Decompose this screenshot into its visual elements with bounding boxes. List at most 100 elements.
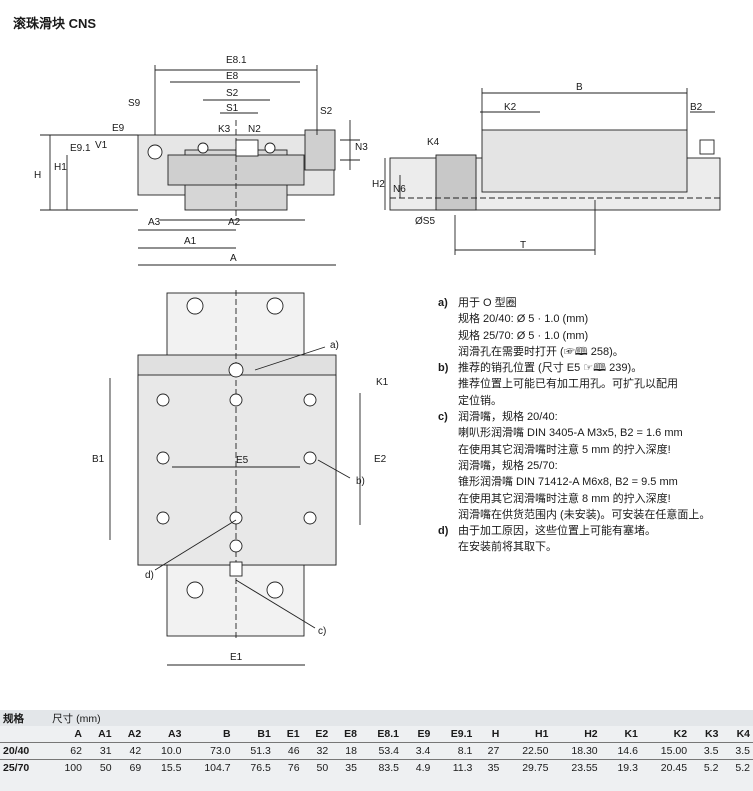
column-header: E9.1 (450, 728, 473, 740)
table-cell: 3.5 (721, 742, 753, 760)
dimension-header: 尺寸 (mm) (49, 710, 753, 726)
svg-text:E9.1: E9.1 (70, 143, 91, 154)
table-cell: 10.0 (144, 742, 185, 760)
svg-text:N2: N2 (248, 124, 261, 135)
column-header: K2 (673, 728, 688, 740)
note-line: 喇叭形润滑嘴 DIN 3405-A M3x5, B2 = 1.6 mm (458, 427, 683, 440)
table-cell: 62 (49, 742, 85, 760)
table-cell: 100 (49, 759, 85, 776)
top-view (109, 290, 361, 666)
svg-text:A: A (230, 253, 237, 264)
svg-text:B: B (576, 82, 583, 93)
note-line: 在安装前将其取下。 (458, 541, 557, 554)
column-header: K1 (624, 728, 638, 740)
note-line: 由于加工原因，这些位置上可能有塞堵。 (458, 525, 656, 538)
svg-text:E2: E2 (374, 454, 387, 465)
table-cell: 4.9 (401, 759, 434, 776)
column-header: E9 (417, 728, 431, 740)
svg-text:B2: B2 (690, 102, 703, 113)
table-cell: 20.45 (640, 759, 691, 776)
table-cell: 76 (273, 759, 303, 776)
note-line: 润滑嘴在供货范围内 (未安装)。可安装在任意面上。 (458, 508, 711, 521)
svg-text:A3: A3 (148, 217, 161, 228)
note-line: 定位销。 (458, 394, 502, 407)
column-header: H2 (584, 728, 598, 740)
table-cell: 50 (302, 759, 332, 776)
table-cell: 50 (84, 759, 115, 776)
front-view (40, 65, 360, 266)
note-line: 推荐的销孔位置 (尺寸 E5 ☞🕮 239)。 (458, 362, 643, 375)
column-header: B (223, 728, 231, 740)
note-tag: b) (438, 362, 449, 375)
svg-text:E8.1: E8.1 (226, 55, 247, 66)
table-cell: 76.5 (233, 759, 274, 776)
table-cell: 27 (475, 742, 503, 760)
table-cell: 69 (114, 759, 145, 776)
svg-text:E1: E1 (230, 652, 243, 663)
table-cell: 22.50 (502, 742, 552, 760)
table-cell: 104.7 (184, 759, 234, 776)
note-tag: a) (438, 297, 448, 309)
svg-text:S1: S1 (226, 103, 239, 114)
note-line: 润滑嘴，规格 20/40: (458, 411, 558, 424)
note-a: a) 用于 O 型圈 规格 20/40: Ø 5 · 1.0 (mm) 规格 2… (438, 295, 748, 360)
svg-text:K4: K4 (427, 137, 440, 148)
notes: a) 用于 O 型圈 规格 20/40: Ø 5 · 1.0 (mm) 规格 2… (438, 295, 748, 556)
column-header: E1 (286, 728, 300, 740)
svg-text:E8: E8 (226, 71, 239, 82)
svg-text:N6: N6 (393, 184, 406, 195)
table-cell: 3.4 (401, 742, 434, 760)
svg-text:d): d) (145, 570, 154, 581)
svg-text:T: T (520, 240, 526, 251)
note-line: 润滑嘴，规格 25/70: (458, 459, 558, 472)
column-header: A3 (168, 728, 182, 740)
svg-text:S2: S2 (320, 106, 333, 117)
svg-text:H1: H1 (54, 162, 67, 173)
svg-text:a): a) (330, 340, 339, 351)
column-header: B1 (257, 728, 271, 740)
table-cell: 35 (331, 759, 360, 776)
side-view (384, 88, 721, 255)
svg-text:S9: S9 (128, 98, 141, 109)
svg-text:H: H (34, 170, 41, 181)
table-cell: 3.5 (690, 742, 722, 760)
svg-text:N3: N3 (355, 142, 368, 153)
column-header: E8.1 (377, 728, 399, 740)
note-line: 润滑孔在需要时打开 (☞🕮 258)。 (458, 345, 624, 358)
table-cell: 29.75 (502, 759, 552, 776)
svg-text:A1: A1 (184, 236, 197, 247)
note-tag: c) (438, 411, 448, 424)
column-header: K3 (705, 728, 719, 740)
table-cell: 53.4 (359, 742, 402, 760)
column-header: A2 (127, 728, 142, 740)
table-cell: 8.1 (433, 742, 476, 760)
svg-text:ØS5: ØS5 (415, 216, 435, 227)
svg-text:K2: K2 (504, 102, 517, 113)
svg-text:S2: S2 (226, 88, 239, 99)
svg-text:K1: K1 (376, 377, 389, 388)
table-cell: 14.6 (600, 742, 641, 760)
column-header: E8 (344, 728, 357, 740)
note-line: 锥形润滑嘴 DIN 71412-A M6x8, B2 = 9.5 mm (458, 476, 678, 489)
note-line: 规格 20/40: Ø 5 · 1.0 (mm) (458, 313, 589, 326)
svg-text:E5: E5 (236, 455, 249, 466)
table-cell: 15.5 (144, 759, 185, 776)
column-header: H (491, 728, 500, 740)
note-line: 在使用其它润滑嘴时注意 5 mm 的拧入深度! (458, 443, 671, 456)
column-header: E2 (315, 728, 329, 740)
svg-text:K3: K3 (218, 124, 231, 135)
table-cell: 5.2 (690, 759, 722, 776)
svg-text:c): c) (318, 626, 326, 637)
svg-text:E9: E9 (112, 123, 125, 134)
note-line: 用于 O 型圈 (458, 297, 517, 309)
table-cell: 46 (273, 742, 303, 760)
note-line: 规格 25/70: Ø 5 · 1.0 (mm) (458, 329, 589, 342)
column-header: A1 (98, 728, 112, 740)
table-cell: 51.3 (233, 742, 274, 760)
table-cell: 23.55 (551, 759, 601, 776)
table-cell: 31 (84, 742, 115, 760)
page-title: 滚珠滑块 CNS (13, 16, 97, 31)
